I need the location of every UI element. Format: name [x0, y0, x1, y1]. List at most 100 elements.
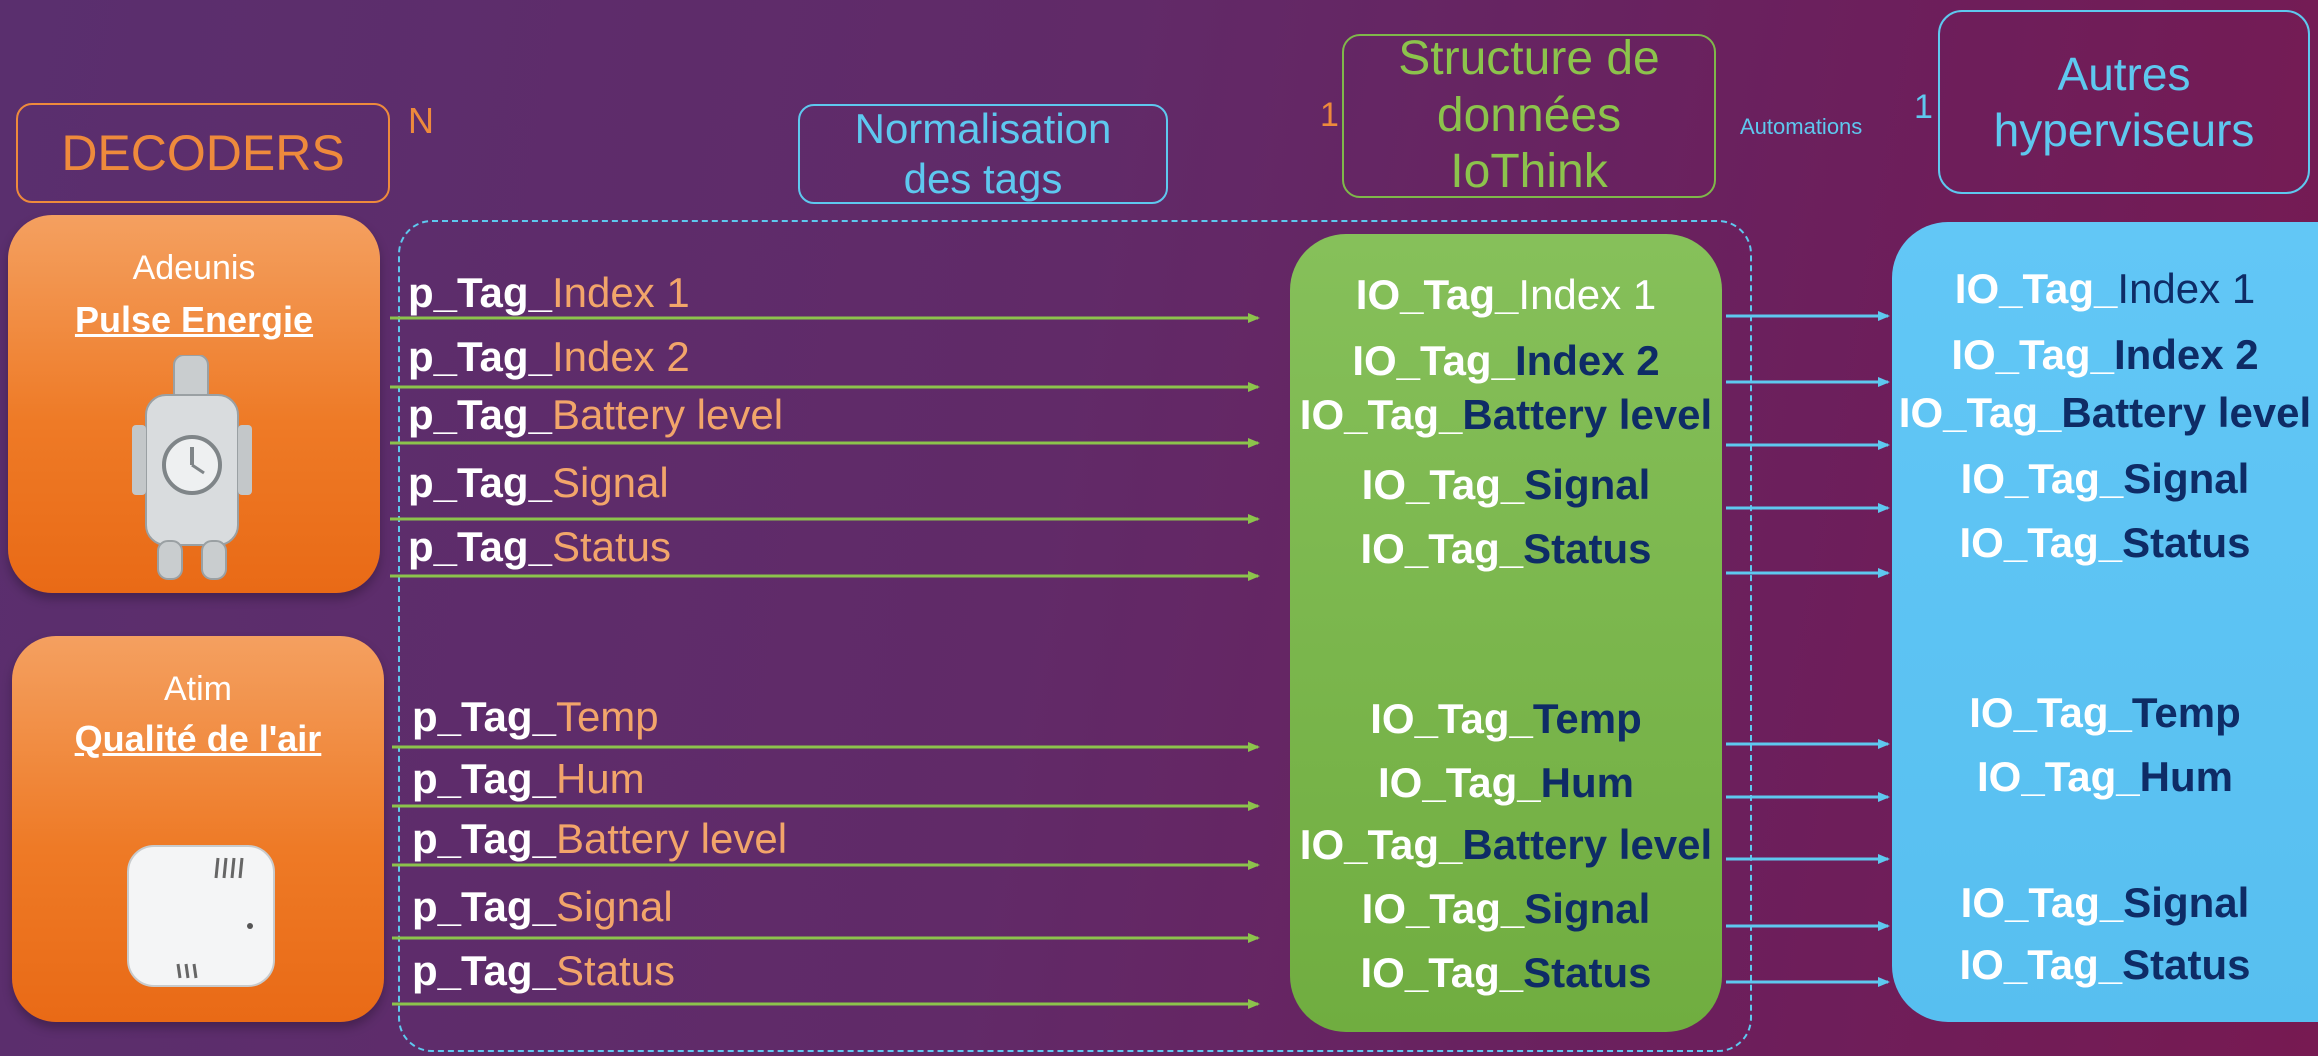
- tag-prefix: IO_Tag_: [1959, 941, 2123, 988]
- automation-arrows: [1726, 311, 1890, 987]
- ptag-temp: p_Tag_Temp: [412, 696, 659, 738]
- iotag-hum: IO_Tag_Hum: [1290, 762, 1722, 804]
- tag-prefix: IO_Tag_: [1355, 271, 1519, 318]
- iotag-temp: IO_Tag_Temp: [1290, 698, 1722, 740]
- normalisation-header: Normalisation des tags: [798, 104, 1168, 204]
- tag-prefix: p_Tag_: [408, 269, 552, 316]
- hv-tag-index-2: IO_Tag_Index 2: [1892, 334, 2318, 376]
- tag-suffix: Hum: [555, 755, 645, 802]
- autres-header: Autres hyperviseurs: [1938, 10, 2310, 194]
- normalisation-arrows: [390, 313, 1260, 1009]
- tag-prefix: IO_Tag_: [1361, 461, 1525, 508]
- hv-tag-hum: IO_Tag_Hum: [1892, 756, 2318, 798]
- device-model: Pulse Energie: [74, 299, 314, 340]
- hv-tag-status: IO_Tag_Status: [1892, 944, 2318, 986]
- tag-suffix: Hum: [1540, 759, 1634, 806]
- tag-suffix: Status: [2122, 519, 2251, 566]
- tag-prefix: p_Tag_: [408, 459, 552, 506]
- autres-header-line1: Autres: [2057, 47, 2191, 100]
- iotag-status: IO_Tag_Status: [1290, 528, 1722, 570]
- ptag-status: p_Tag_Status: [408, 526, 671, 568]
- other-hypervisors-panel: [1892, 222, 2318, 1022]
- tag-suffix: Index 2: [551, 333, 690, 380]
- structure-header-line3: IoThink: [1450, 145, 1608, 199]
- normalisation-header-line2: des tags: [903, 155, 1063, 202]
- autres-header-line2: hyperviseurs: [1993, 104, 2255, 156]
- tag-suffix: Temp: [555, 693, 659, 740]
- decoders-header: DECODERS: [16, 103, 390, 203]
- tag-suffix: Signal: [2123, 455, 2250, 502]
- tag-prefix: IO_Tag_: [1954, 265, 2118, 312]
- tag-prefix: p_Tag_: [412, 947, 556, 994]
- air-quality-sensor-icon: [127, 845, 275, 987]
- tag-suffix: Signal: [1524, 461, 1651, 508]
- tag-suffix: Status: [1523, 949, 1652, 996]
- tag-prefix: IO_Tag_: [1960, 879, 2124, 926]
- tag-suffix: Signal: [2123, 879, 2250, 926]
- structure-header-line2: données: [1436, 88, 1622, 142]
- iotag-index-2: IO_Tag_Index 2: [1290, 340, 1722, 382]
- tag-prefix: p_Tag_: [412, 815, 556, 862]
- cardinality-one-label: 1: [1320, 96, 1339, 134]
- tag-prefix: p_Tag_: [408, 523, 552, 570]
- tag-prefix: p_Tag_: [408, 333, 552, 380]
- hv-tag-temp: IO_Tag_Temp: [1892, 692, 2318, 734]
- ptag-battery-level: p_Tag_Battery level: [408, 394, 783, 436]
- device-model: Qualité de l'air: [74, 718, 322, 759]
- device-vendor: Adeunis: [132, 249, 256, 287]
- tag-prefix: IO_Tag_: [1951, 331, 2114, 378]
- tag-suffix: Index 1: [551, 269, 690, 316]
- tag-suffix: Signal: [1524, 885, 1651, 932]
- tag-suffix: Index 1: [1518, 271, 1657, 318]
- tag-prefix: IO_Tag_: [1352, 337, 1515, 384]
- ptag-hum: p_Tag_Hum: [412, 758, 645, 800]
- tag-suffix: Battery level: [551, 391, 784, 438]
- tag-prefix: IO_Tag_: [1361, 885, 1525, 932]
- normalisation-header-line1: Normalisation: [854, 104, 1112, 152]
- ptag-status-2: p_Tag_Status: [412, 950, 675, 992]
- device-card-adeunis: Adeunis Pulse Energie: [8, 215, 380, 593]
- tag-suffix: Index 1: [2117, 265, 2256, 312]
- cardinality-one-label-right: 1: [1914, 88, 1933, 126]
- hv-tag-index-1: IO_Tag_Index 1: [1892, 268, 2318, 310]
- ptag-signal-2: p_Tag_Signal: [412, 886, 673, 928]
- tag-suffix: Signal: [555, 883, 673, 930]
- tag-prefix: IO_Tag_: [1960, 455, 2124, 502]
- tag-prefix: p_Tag_: [408, 391, 552, 438]
- tag-suffix: Battery level: [2061, 389, 2312, 436]
- structure-header-line1: Structure de: [1398, 32, 1660, 86]
- hv-tag-signal: IO_Tag_Signal: [1892, 882, 2318, 924]
- tag-suffix: Hum: [2139, 753, 2233, 800]
- cardinality-n-label: N: [408, 100, 434, 141]
- iotag-status-2: IO_Tag_Status: [1290, 952, 1722, 994]
- tag-suffix: Index 2: [2113, 331, 2259, 378]
- hv-tag-signal: IO_Tag_Signal: [1892, 458, 2318, 500]
- tag-prefix: IO_Tag_: [1299, 391, 1463, 438]
- iotag-signal: IO_Tag_Signal: [1290, 464, 1722, 506]
- tag-suffix: Temp: [2131, 689, 2241, 736]
- tag-suffix: Battery level: [1462, 821, 1713, 868]
- tag-prefix: IO_Tag_: [1299, 821, 1463, 868]
- iotag-battery-level-2: IO_Tag_Battery level: [1290, 824, 1722, 866]
- ptag-battery-level-2: p_Tag_Battery level: [412, 818, 787, 860]
- structure-header: Structure de données IoThink: [1342, 34, 1716, 198]
- tag-prefix: IO_Tag_: [1977, 753, 2140, 800]
- normalisation-dashed-container: [398, 220, 1752, 1052]
- iotag-index-1: IO_Tag_Index 1: [1290, 274, 1722, 316]
- hv-tag-battery-level: IO_Tag_Battery level: [1892, 392, 2318, 434]
- tag-suffix: Status: [555, 947, 676, 994]
- device-vendor: Atim: [164, 670, 232, 708]
- iotag-battery-level: IO_Tag_Battery level: [1290, 394, 1722, 436]
- tag-prefix: p_Tag_: [412, 755, 556, 802]
- iotag-signal-2: IO_Tag_Signal: [1290, 888, 1722, 930]
- tag-suffix: Status: [551, 523, 672, 570]
- tag-suffix: Status: [1523, 525, 1652, 572]
- ptag-index-2: p_Tag_Index 2: [408, 336, 690, 378]
- tag-prefix: IO_Tag_: [1360, 525, 1524, 572]
- tag-prefix: p_Tag_: [412, 883, 556, 930]
- tag-suffix: Battery level: [555, 815, 788, 862]
- tag-prefix: IO_Tag_: [1969, 689, 2132, 736]
- pulse-sensor-icon: [132, 355, 252, 580]
- iothink-structure-panel: [1290, 234, 1722, 1032]
